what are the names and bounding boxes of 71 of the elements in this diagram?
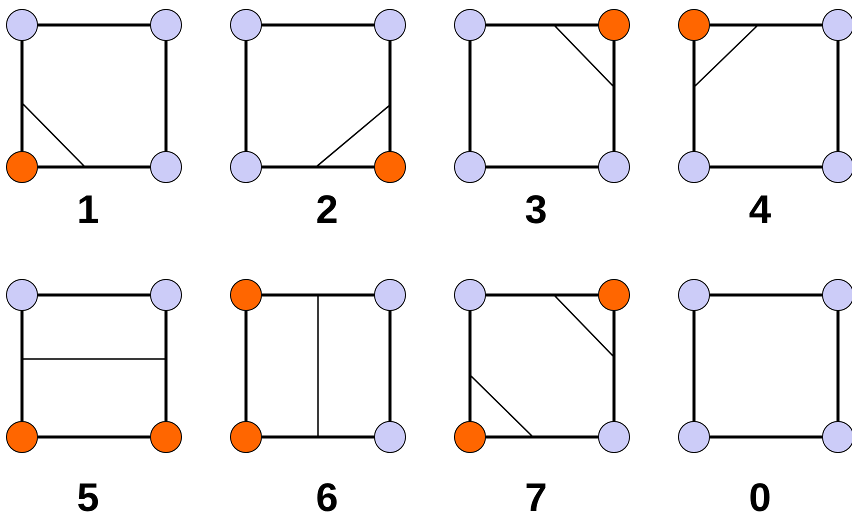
case-number: 7 (524, 478, 548, 516)
circle-vertex (822, 151, 852, 183)
square-edge (262, 436, 374, 438)
square-edge (836, 311, 840, 421)
square-edge (836, 41, 840, 151)
circle-vertex (374, 151, 406, 183)
square-edge (244, 311, 248, 421)
square-edge (244, 41, 248, 151)
circle-vertex (598, 151, 630, 183)
square-edge (710, 436, 822, 438)
circle-vertex (230, 279, 262, 311)
circle-vertex (230, 9, 262, 41)
case-number: 2 (316, 190, 338, 230)
square-edge (164, 41, 168, 151)
square-edge (262, 24, 374, 26)
circle-vertex (598, 421, 630, 453)
circle-vertex (678, 279, 710, 311)
case-number: 4 (748, 190, 772, 230)
circle-vertex (230, 421, 262, 453)
circle-vertex (150, 151, 182, 183)
square-edge (38, 24, 150, 26)
circle-vertex (374, 279, 406, 311)
square-edge (486, 24, 598, 26)
square-edge (486, 436, 598, 438)
circle-vertex (6, 151, 38, 183)
square-edge (468, 41, 472, 151)
circle-vertex (822, 421, 852, 453)
square-edge (38, 436, 150, 438)
square-edge (262, 294, 374, 296)
circle-vertex (822, 279, 852, 311)
circle-vertex (150, 9, 182, 41)
square-edge (262, 166, 374, 168)
square-edge (710, 24, 822, 26)
square-edge (710, 166, 822, 168)
circle-vertex (454, 9, 486, 41)
circle-vertex (598, 9, 630, 41)
circle-vertex (678, 151, 710, 183)
case-number: 6 (316, 478, 338, 516)
circle-vertex (6, 279, 38, 311)
circle-vertex (6, 421, 38, 453)
square-edge (164, 311, 168, 421)
square-edge (710, 294, 822, 296)
circle-vertex (230, 151, 262, 183)
circle-vertex (150, 279, 182, 311)
square-edge (20, 41, 24, 151)
circle-vertex (454, 151, 486, 183)
square-edge (388, 41, 392, 151)
circle-vertex (374, 421, 406, 453)
square-edge (38, 166, 150, 168)
square-edge (692, 311, 696, 421)
circle-vertex (822, 9, 852, 41)
case-number: 1 (76, 190, 100, 230)
case-number: 5 (76, 478, 100, 516)
circle-vertex (678, 421, 710, 453)
circle-vertex (454, 421, 486, 453)
case-number: 3 (524, 190, 548, 230)
square-edge (692, 41, 696, 151)
square-edge (486, 166, 598, 168)
square-edge (486, 294, 598, 296)
square-edge (468, 311, 472, 421)
square-edge (38, 294, 150, 296)
circle-vertex (374, 9, 406, 41)
circle-vertex (454, 279, 486, 311)
case-number: 0 (748, 478, 772, 516)
square-edge (612, 41, 616, 151)
circle-vertex (678, 9, 710, 41)
circle-vertex (598, 279, 630, 311)
circle-vertex (150, 421, 182, 453)
square-edge (388, 311, 392, 421)
square-edge (20, 311, 24, 421)
circle-vertex (6, 9, 38, 41)
